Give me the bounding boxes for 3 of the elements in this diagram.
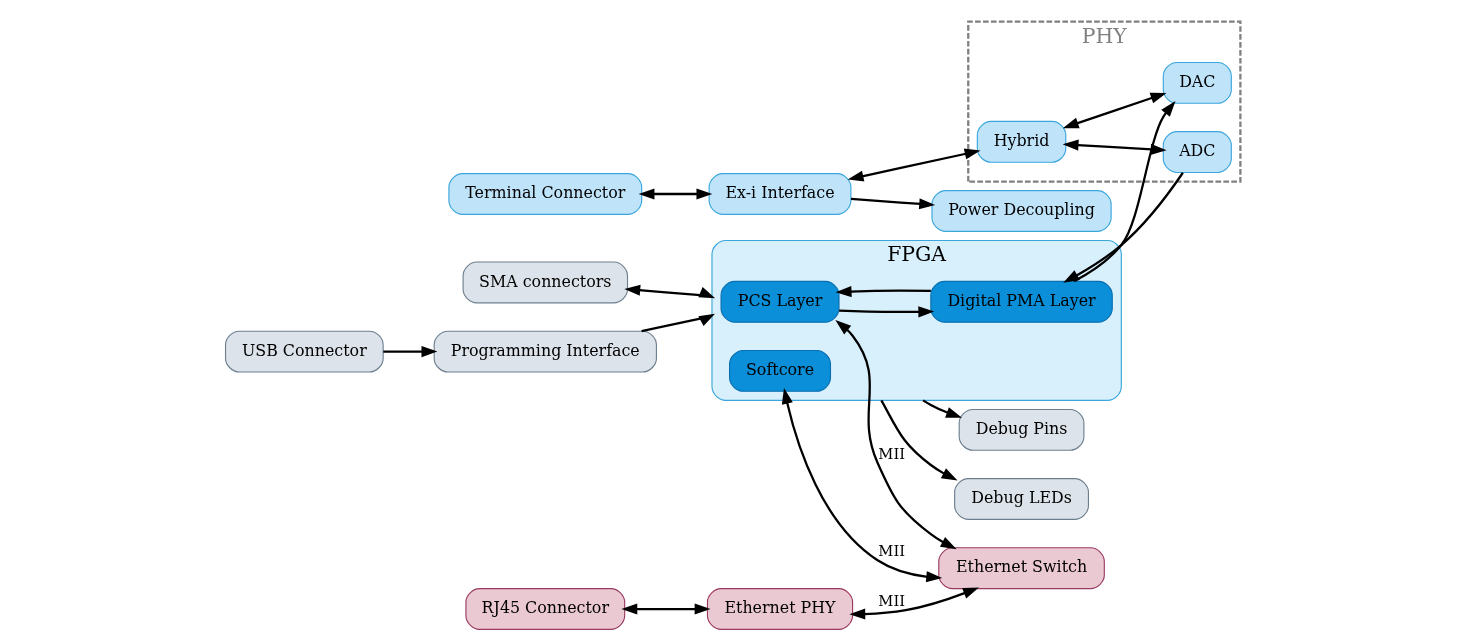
edge-label: MII	[877, 592, 905, 610]
edge-label: MII	[877, 444, 905, 462]
edge-label: MII	[877, 542, 905, 560]
